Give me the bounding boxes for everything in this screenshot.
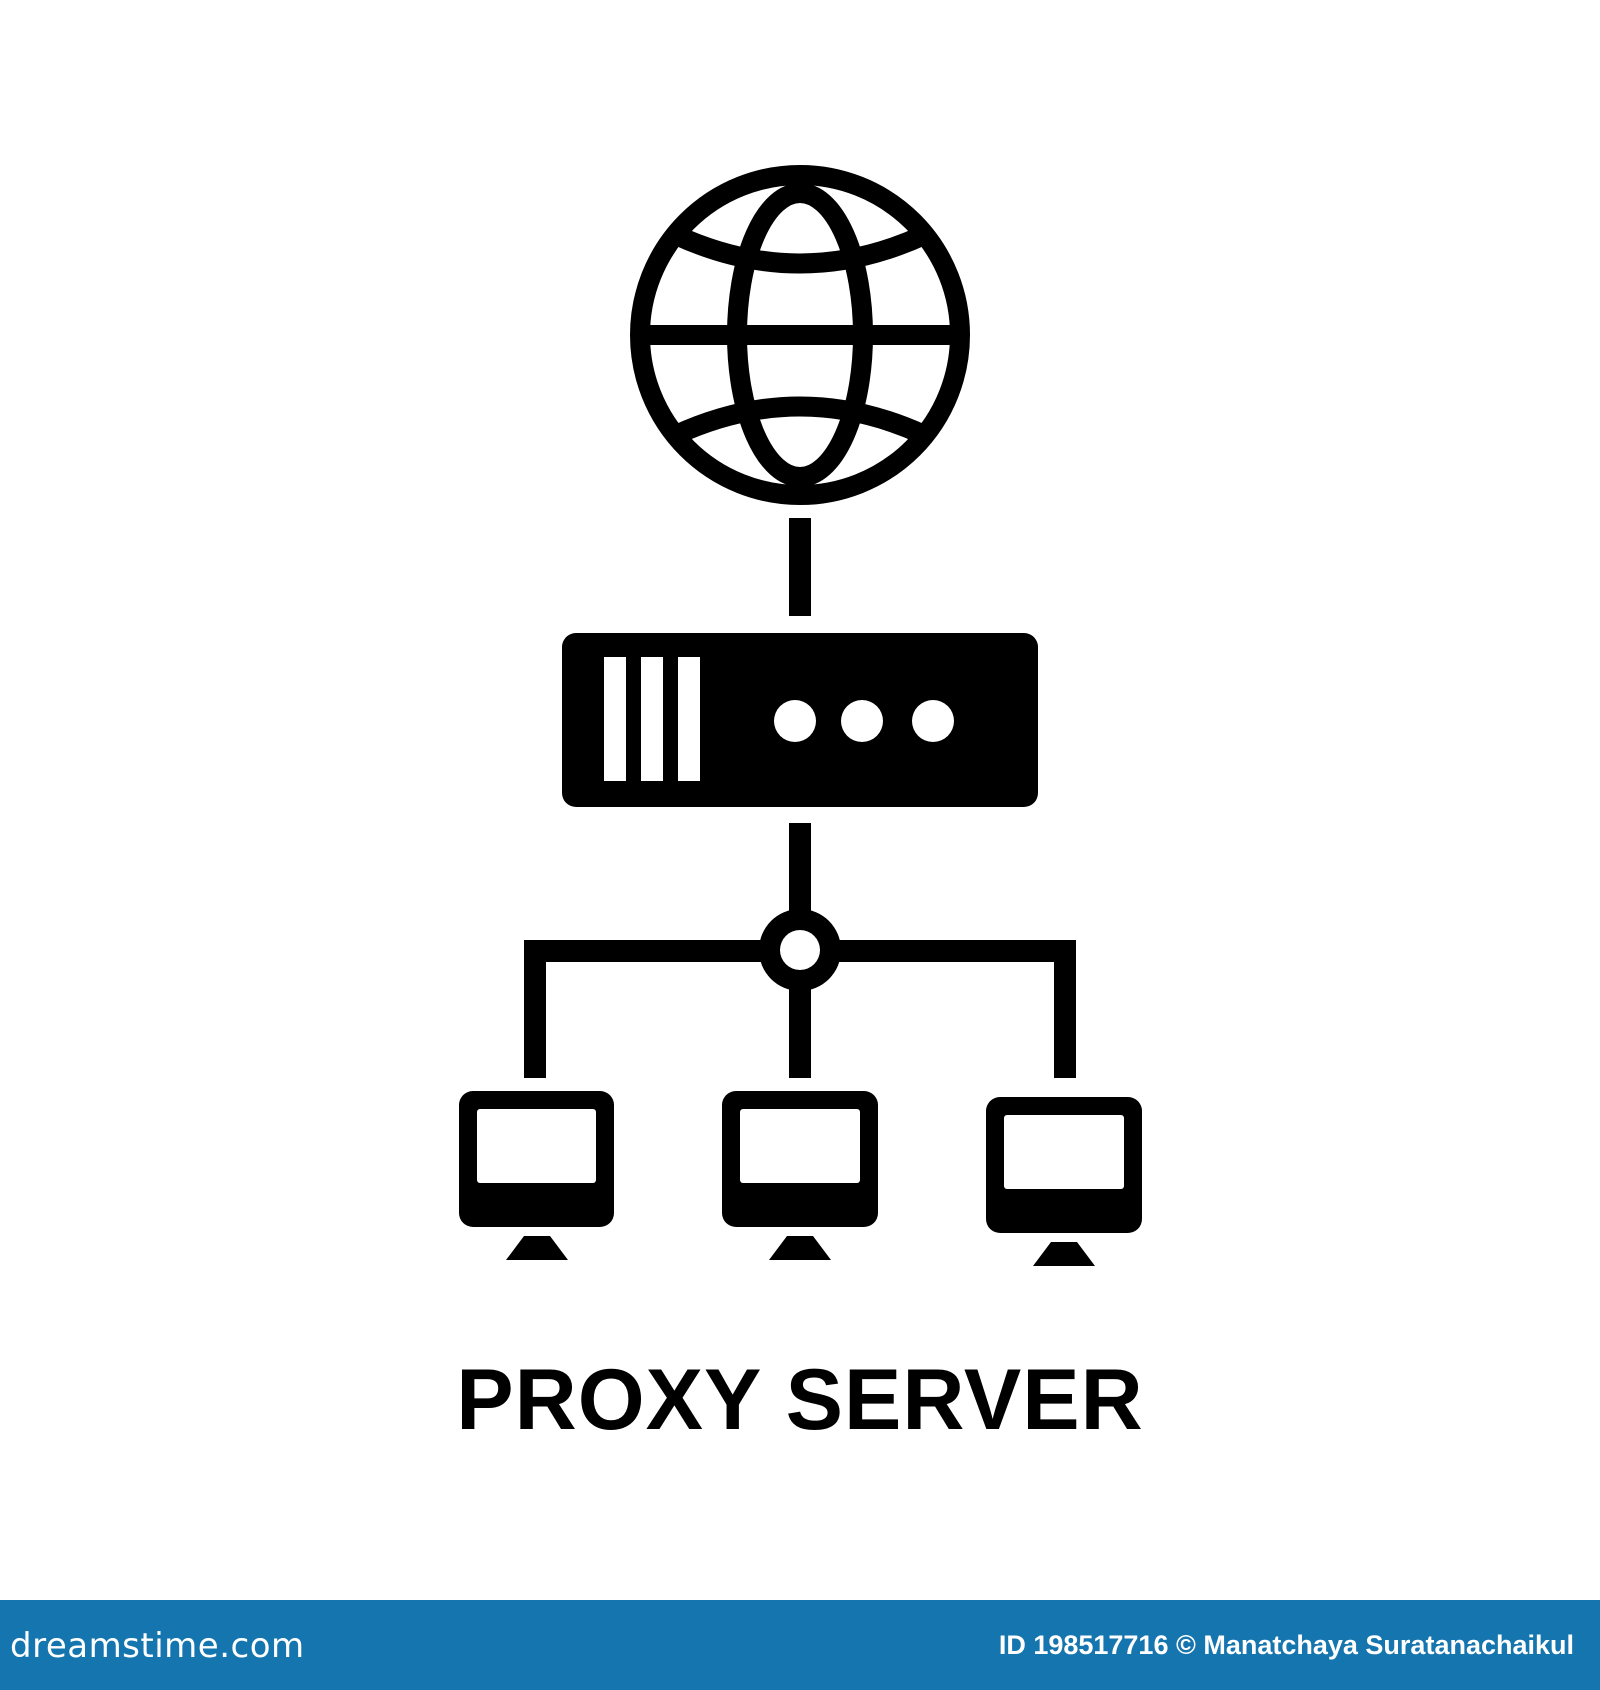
hub-node — [759, 909, 841, 991]
computer-icon — [722, 1091, 878, 1260]
globe-icon — [630, 165, 970, 505]
uplink-line — [789, 518, 811, 616]
footer-bar: dreamstime.com ID 198517716 © Manatchaya… — [0, 1600, 1600, 1690]
diagram-title: PROXY SERVER — [456, 1352, 1144, 1448]
network-lines — [524, 823, 1076, 1078]
server-icon — [562, 633, 1038, 807]
site-logo: dreamstime.com — [10, 1626, 305, 1666]
computer-icon — [459, 1091, 614, 1260]
computer-icon — [986, 1097, 1142, 1266]
image-credit: ID 198517716 © Manatchaya Suratanachaiku… — [998, 1630, 1574, 1660]
